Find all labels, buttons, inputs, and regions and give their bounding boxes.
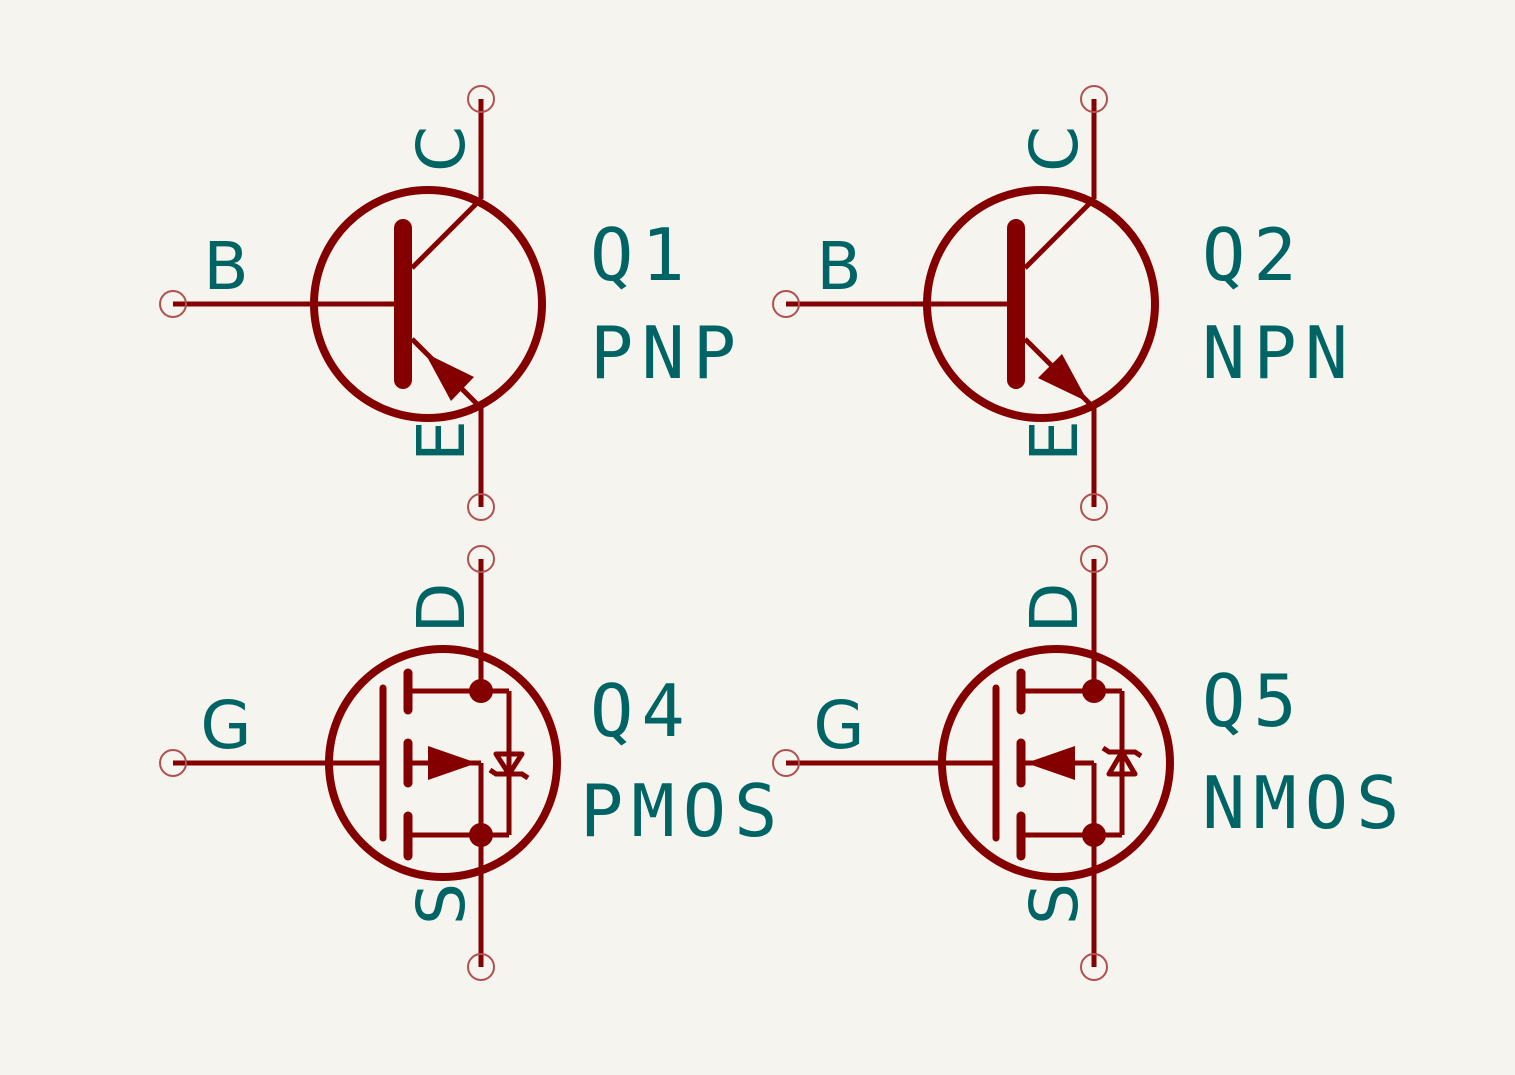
q4-gate-label: G <box>200 687 251 764</box>
q5-source-label: S <box>1016 883 1093 925</box>
q5-diode-bar <box>1101 745 1143 759</box>
q1-emitter-pin-marker[interactable] <box>467 493 495 521</box>
q1-base-pin-marker[interactable] <box>159 290 187 318</box>
q5-gate-pin-marker[interactable] <box>772 749 800 777</box>
q4-reference: Q4 <box>590 669 693 753</box>
q5-source-junction <box>1082 823 1106 847</box>
q4-drain-junction <box>469 679 493 703</box>
q5-value: NMOS <box>1202 761 1407 845</box>
q2-value: NPN <box>1202 311 1356 395</box>
q5-drain-pin-marker[interactable] <box>1080 545 1108 573</box>
q5-gate-label: G <box>813 687 864 764</box>
q4-gate-pin-marker[interactable] <box>159 749 187 777</box>
q5-drain-label: D <box>1016 583 1093 634</box>
q1-reference: Q1 <box>590 213 693 297</box>
q2-emitter-arrow <box>1038 354 1088 402</box>
q2-base-label: B <box>816 228 861 305</box>
q4-value: PMOS <box>580 769 785 853</box>
q2-collector-pin-marker[interactable] <box>1080 85 1108 113</box>
transistor-q1[interactable]: B C E Q1 PNP <box>159 85 744 521</box>
q4-diode-bar <box>488 767 530 781</box>
q5-body-arrow <box>1026 746 1075 780</box>
q4-source-label: S <box>403 883 480 925</box>
transistor-q5[interactable]: G D S Q5 NMOS <box>772 545 1407 981</box>
q5-drain-junction <box>1082 679 1106 703</box>
q4-source-pin-marker[interactable] <box>467 953 495 981</box>
q5-diode-triangle <box>1106 749 1138 777</box>
q4-diode-triangle <box>493 751 525 777</box>
q1-collector-label: C <box>403 126 480 172</box>
q4-source-junction <box>469 823 493 847</box>
q5-reference: Q5 <box>1202 659 1305 743</box>
q1-value: PNP <box>590 311 744 395</box>
q2-reference: Q2 <box>1202 213 1305 297</box>
q1-base-label: B <box>203 228 248 305</box>
q1-emitter-label: E <box>403 420 480 462</box>
q1-collector-pin-marker[interactable] <box>467 85 495 113</box>
q2-base-pin-marker[interactable] <box>772 290 800 318</box>
q5-source-pin-marker[interactable] <box>1080 953 1108 981</box>
q2-collector-label: C <box>1016 126 1093 172</box>
q2-emitter-pin-marker[interactable] <box>1080 493 1108 521</box>
q1-collector-diag <box>410 197 483 270</box>
q4-drain-pin-marker[interactable] <box>467 545 495 573</box>
transistor-q2[interactable]: B C E Q2 NPN <box>772 85 1356 521</box>
q4-body-arrow <box>428 746 477 780</box>
q2-collector-diag <box>1023 197 1096 270</box>
q4-drain-label: D <box>403 583 480 634</box>
q1-emitter-arrow <box>425 353 474 401</box>
q2-emitter-label: E <box>1016 420 1093 462</box>
transistor-q4[interactable]: G D S Q4 PMOS <box>159 545 785 981</box>
